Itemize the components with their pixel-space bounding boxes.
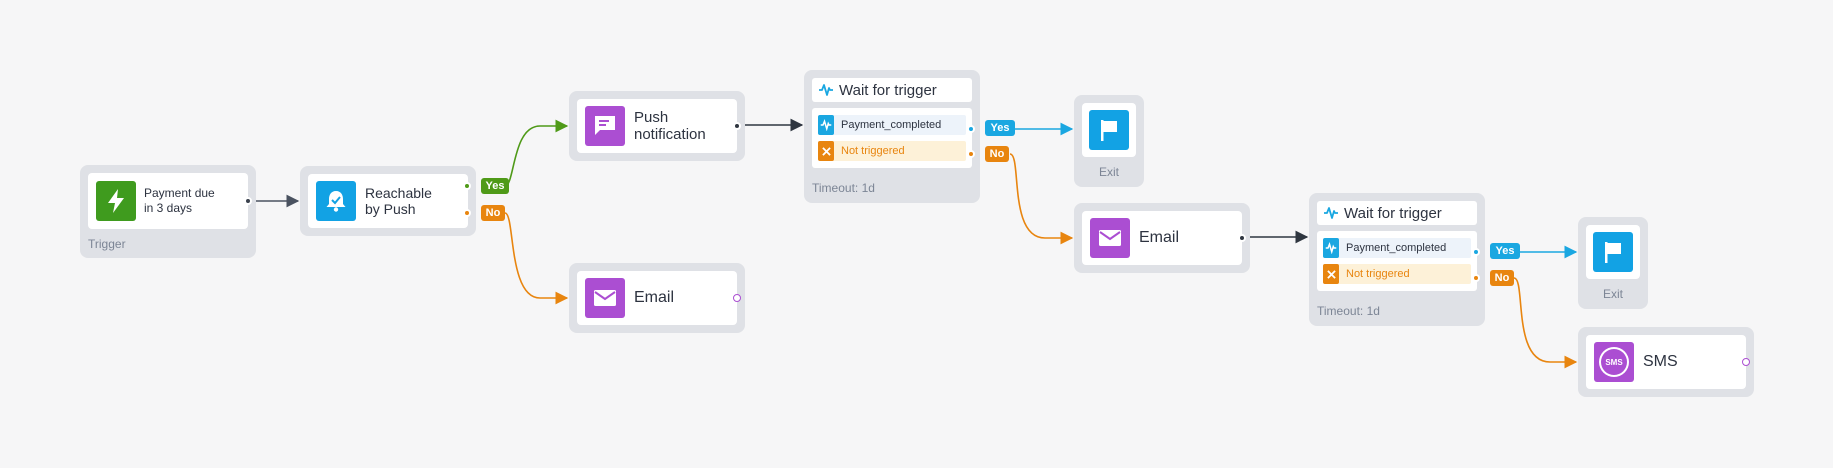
sms-icon-text: SMS: [1601, 349, 1627, 375]
envelope-icon: [585, 278, 625, 318]
sms-card[interactable]: SMS SMS: [1586, 335, 1746, 389]
pulse-icon: [1323, 238, 1339, 258]
chat-message-icon: [585, 106, 625, 146]
sms-title: SMS: [1643, 353, 1678, 370]
pulse-icon: [818, 83, 834, 97]
no-port[interactable]: [463, 209, 471, 217]
condition-label: Payment_completed: [841, 119, 942, 131]
condition-not-triggered: Not triggered: [818, 141, 966, 161]
condition-list: Payment_completed Not triggered: [1317, 231, 1477, 291]
reachable-card[interactable]: Reachable by Push: [308, 174, 468, 228]
wait-header: Wait for trigger: [812, 78, 972, 102]
edge-wait2-no-to-sms: [1513, 277, 1578, 369]
condition-payment-completed: Payment_completed: [1323, 238, 1471, 258]
no-badge: No: [1490, 270, 1514, 286]
push-title: Push notification: [634, 109, 706, 143]
no-port[interactable]: [967, 150, 975, 158]
timeout-label: Timeout: 1d: [1317, 304, 1380, 318]
no-badge: No: [985, 146, 1009, 162]
reachable-title: Reachable by Push: [365, 185, 432, 217]
close-icon: [1323, 264, 1339, 284]
condition-label: Not triggered: [1346, 268, 1410, 280]
condition-payment-completed: Payment_completed: [818, 115, 966, 135]
exit-card[interactable]: [1082, 103, 1136, 157]
pulse-icon: [818, 115, 834, 135]
condition-not-triggered: Not triggered: [1323, 264, 1471, 284]
bell-check-icon: [316, 181, 356, 221]
trigger-footer: Trigger: [88, 237, 126, 251]
wait-title: Wait for trigger: [839, 81, 937, 99]
output-port[interactable]: [733, 122, 741, 130]
yes-port[interactable]: [1472, 248, 1480, 256]
edge-yes-to-push: [504, 119, 569, 187]
exit-node-1[interactable]: Exit: [1074, 95, 1144, 187]
condition-label: Payment_completed: [1346, 242, 1447, 254]
edge-wait1-no-to-email: [1009, 153, 1074, 245]
output-port[interactable]: [1238, 234, 1246, 242]
wait-title: Wait for trigger: [1344, 204, 1442, 222]
email-mid-title: Email: [1139, 229, 1180, 246]
exit-card[interactable]: [1586, 225, 1640, 279]
yes-badge: Yes: [481, 178, 509, 194]
yes-port[interactable]: [463, 182, 471, 190]
no-port[interactable]: [1472, 274, 1480, 282]
pulse-icon: [1323, 206, 1339, 220]
trigger-card[interactable]: Payment due in 3 days: [88, 173, 248, 229]
condition-label: Not triggered: [841, 145, 905, 157]
push-card[interactable]: Push notification: [577, 99, 737, 153]
output-port[interactable]: [244, 197, 252, 205]
sms-node[interactable]: SMS SMS: [1578, 327, 1754, 397]
close-icon: [818, 141, 834, 161]
exit-label: Exit: [1098, 165, 1119, 179]
timeout-label: Timeout: 1d: [812, 181, 875, 195]
email-top-title: Email: [634, 289, 675, 306]
yes-badge: Yes: [985, 120, 1015, 136]
output-port-open[interactable]: [733, 294, 741, 302]
email-mid-card[interactable]: Email: [1082, 211, 1242, 265]
sms-bubble-icon: SMS: [1594, 342, 1634, 382]
flag-icon: [1593, 232, 1633, 272]
exit-node-2[interactable]: Exit: [1578, 217, 1648, 309]
envelope-icon: [1090, 218, 1130, 258]
trigger-title: Payment due in 3 days: [144, 186, 215, 215]
flag-icon: [1089, 110, 1129, 150]
email-node-mid[interactable]: Email: [1074, 203, 1250, 273]
no-badge: No: [481, 205, 505, 221]
wait-for-trigger-node-2[interactable]: Wait for trigger Payment_completed Not t…: [1309, 193, 1485, 326]
email-node-top[interactable]: Email: [569, 263, 745, 333]
wait-for-trigger-node-1[interactable]: Wait for trigger Payment_completed Not t…: [804, 70, 980, 203]
lightning-icon: [96, 181, 136, 221]
yes-port[interactable]: [967, 125, 975, 133]
reachable-node[interactable]: Reachable by Push: [300, 166, 476, 236]
edge-no-to-email: [504, 212, 569, 305]
condition-list: Payment_completed Not triggered: [812, 108, 972, 168]
yes-badge: Yes: [1490, 243, 1520, 259]
exit-label: Exit: [1602, 287, 1623, 301]
push-notification-node[interactable]: Push notification: [569, 91, 745, 161]
wait-header: Wait for trigger: [1317, 201, 1477, 225]
trigger-node[interactable]: Payment due in 3 days Trigger: [80, 165, 256, 258]
email-top-card[interactable]: Email: [577, 271, 737, 325]
output-port-open[interactable]: [1742, 358, 1750, 366]
